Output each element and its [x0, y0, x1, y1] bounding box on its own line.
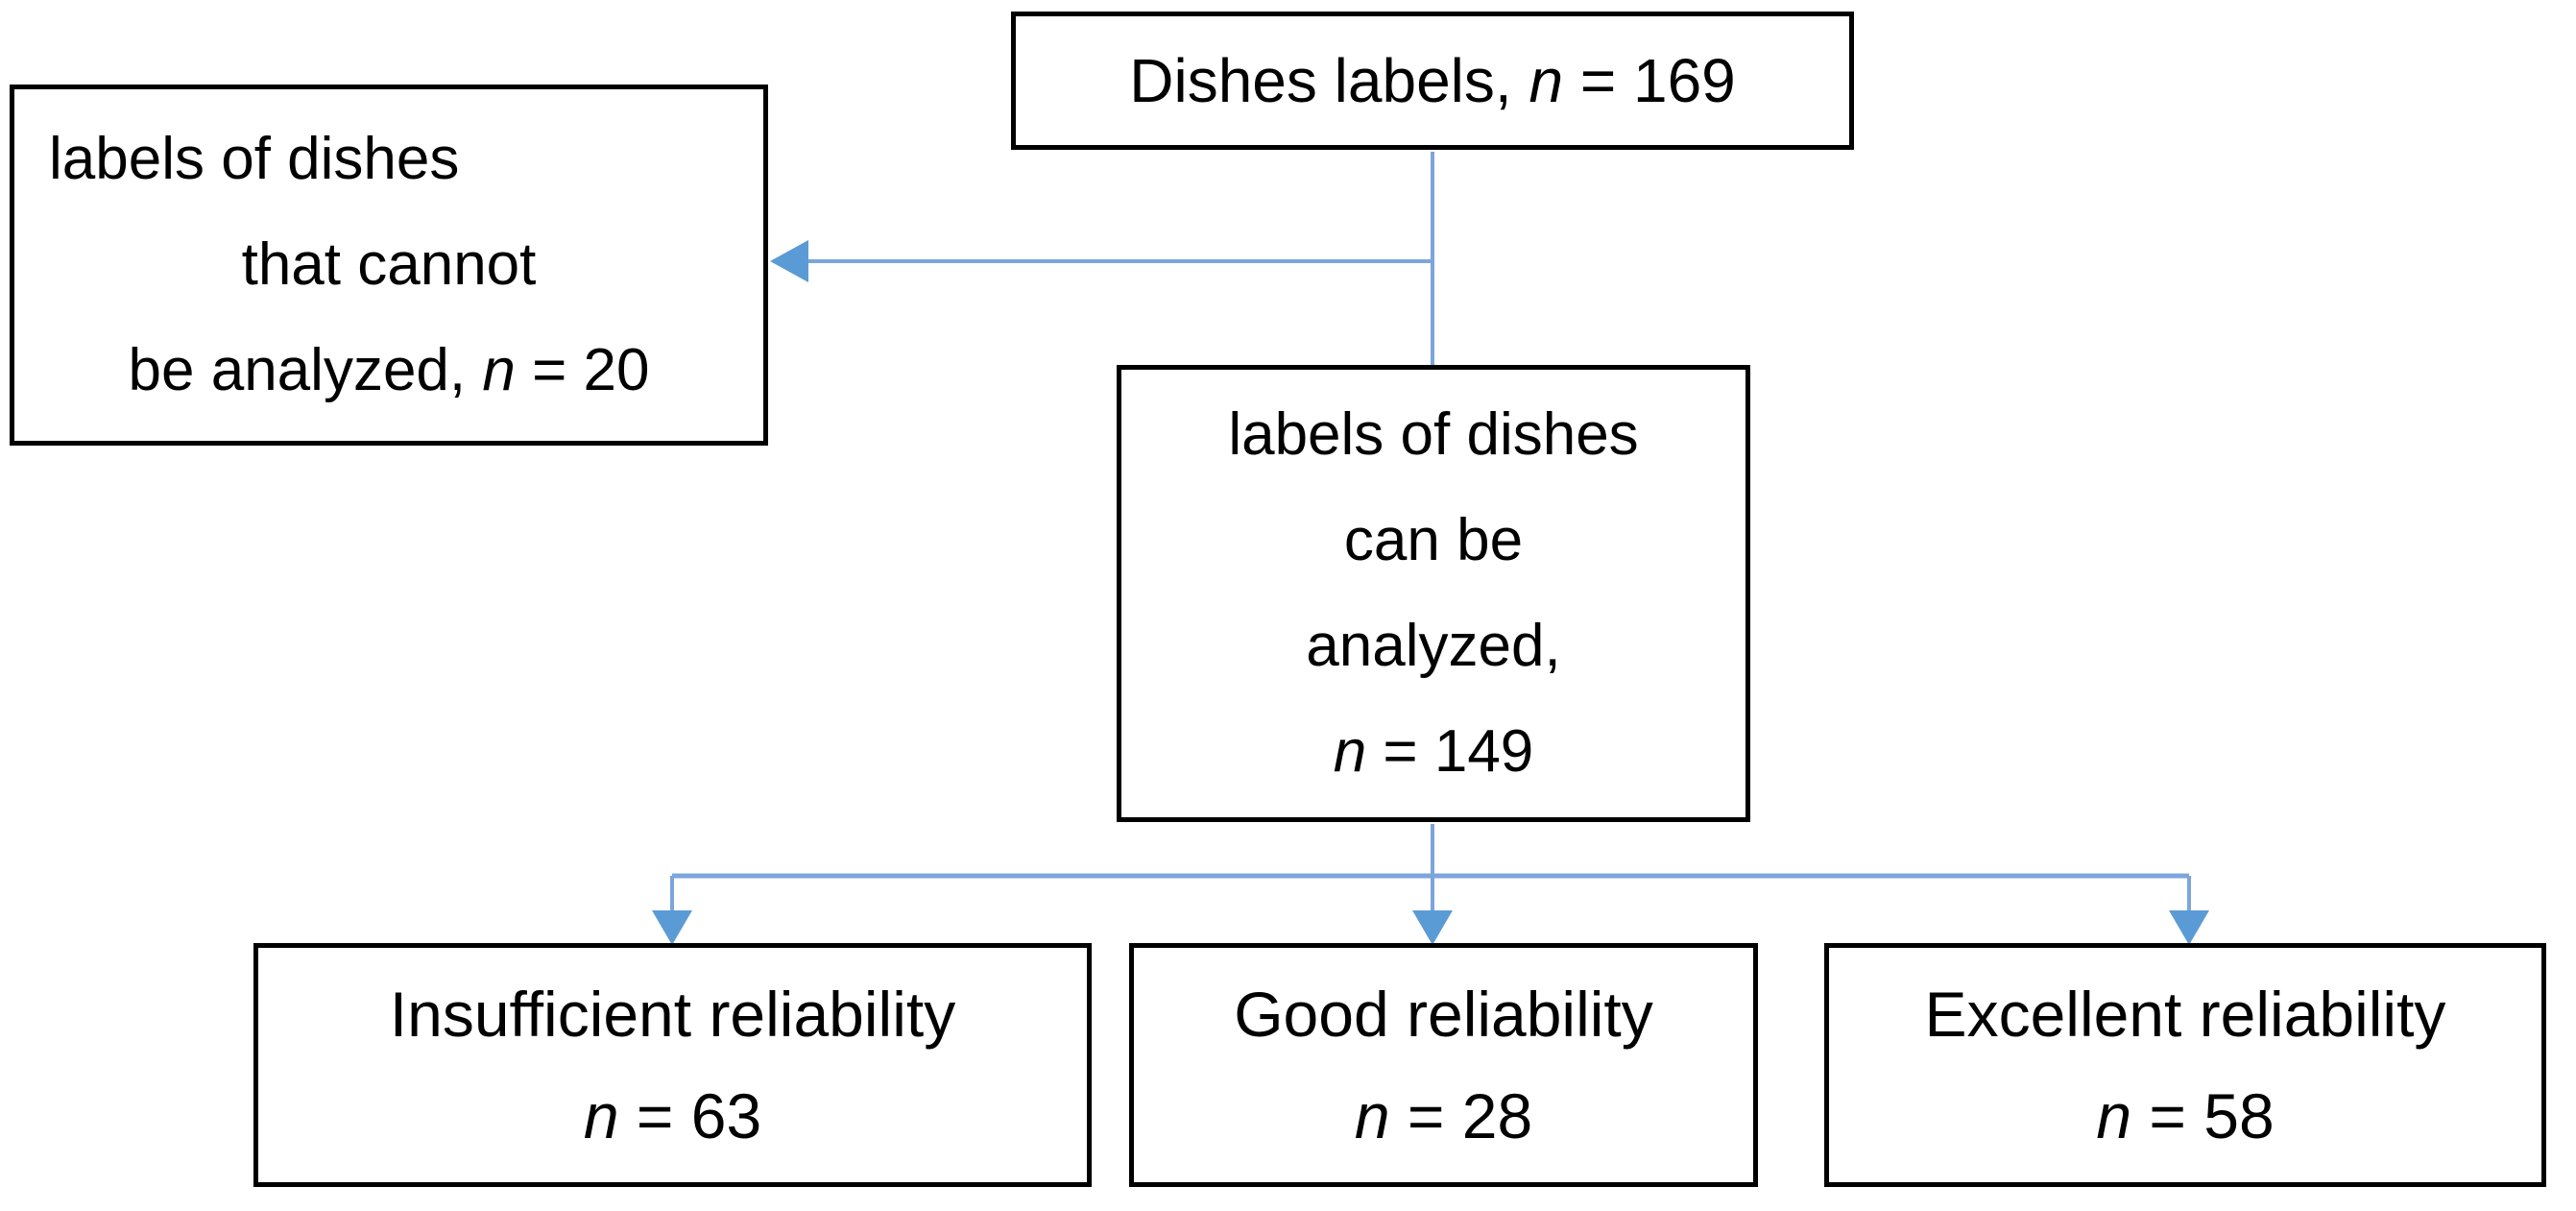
node-text-line: n = 63 [258, 1065, 1087, 1167]
node-text-line: Excellent reliability [1829, 963, 2541, 1065]
text-segment: analyzed, [1306, 613, 1561, 679]
text-segment: labels of dishes [49, 126, 460, 192]
n-variable: n [1333, 718, 1367, 785]
node-text-line: Dishes labels, n = 169 [1016, 45, 1849, 116]
arrowhead-excellent [2169, 910, 2209, 945]
node-insufficient-reliability: Insufficient reliability n = 63 [253, 943, 1092, 1187]
node-good-reliability: Good reliability n = 28 [1129, 943, 1758, 1187]
text-segment: = 58 [2131, 1080, 2275, 1151]
arrowhead-insufficient [652, 910, 692, 945]
node-text-line: that cannot [14, 212, 763, 318]
node-dishes-labels: Dishes labels, n = 169 [1011, 12, 1854, 150]
node-text-line: n = 149 [1121, 699, 1745, 805]
text-segment: Excellent reliability [1924, 979, 2446, 1050]
text-segment: = 20 [515, 337, 650, 403]
node-text-line: n = 28 [1134, 1065, 1753, 1167]
node-text-line: can be [1121, 488, 1745, 593]
text-segment: Good reliability [1234, 979, 1653, 1050]
n-variable: n [583, 1080, 619, 1151]
text-segment: be analyzed, [128, 337, 483, 403]
node-excellent-reliability: Excellent reliability n = 58 [1824, 943, 2546, 1187]
n-variable: n [482, 337, 516, 403]
node-text-line: Insufficient reliability [258, 963, 1087, 1065]
text-segment: = 149 [1366, 718, 1534, 785]
text-segment: = 28 [1389, 1080, 1533, 1151]
text-segment: can be [1343, 507, 1524, 573]
text-segment: = 169 [1563, 46, 1736, 115]
text-segment: labels of dishes [1228, 401, 1639, 468]
node-text-line: n = 58 [1829, 1065, 2541, 1167]
node-can-be-analyzed: labels of dishes can be analyzed, n = 14… [1117, 365, 1750, 822]
node-cannot-be-analyzed: labels of dishes that cannot be analyzed… [10, 85, 768, 446]
node-text-line: labels of dishes [14, 107, 763, 212]
n-variable: n [2096, 1080, 2132, 1151]
text-segment: = 63 [618, 1080, 762, 1151]
n-variable: n [1529, 46, 1564, 115]
n-variable: n [1354, 1080, 1390, 1151]
arrowhead-good [1412, 910, 1453, 945]
text-segment: that cannot [241, 231, 537, 298]
node-text-line: analyzed, [1121, 593, 1745, 699]
text-segment: Dishes labels, [1129, 46, 1529, 115]
node-text-line: labels of dishes [1121, 382, 1745, 488]
arrowhead-excluded [770, 240, 808, 282]
node-text-line: Good reliability [1134, 963, 1753, 1065]
text-segment: Insufficient reliability [389, 979, 956, 1050]
node-text-line: be analyzed, n = 20 [14, 318, 763, 424]
